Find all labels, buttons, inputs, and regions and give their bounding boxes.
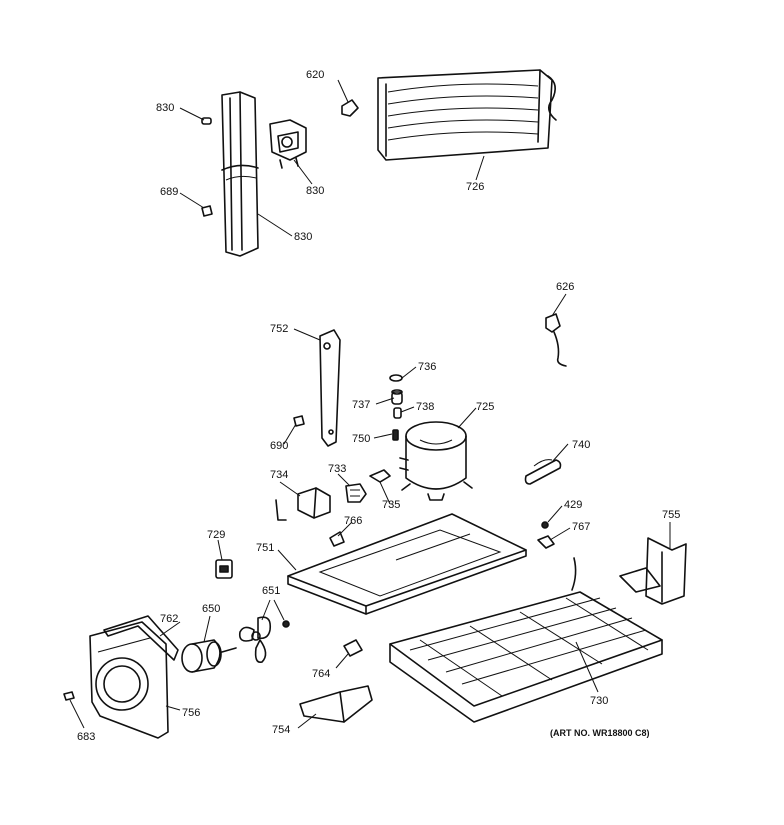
label-830-screw: 830 [156, 102, 174, 114]
label-737: 737 [352, 399, 370, 411]
sleeve-738-part [393, 407, 402, 419]
clip-766-part [329, 531, 345, 547]
leader-lines [69, 79, 671, 729]
bracket-752-part [319, 329, 341, 447]
part-labels: 830 689 830 830 620 726 626 752 736 737 … [77, 69, 680, 743]
label-756: 756 [182, 707, 200, 719]
label-751: 751 [256, 542, 274, 554]
screw-651-part [282, 620, 290, 628]
terminal-block-729-part [215, 559, 233, 579]
label-767: 767 [572, 521, 590, 533]
fan-motor-650-part [181, 639, 237, 673]
label-651: 651 [262, 585, 280, 597]
bracket-767-part [537, 535, 555, 549]
label-683: 683 [77, 731, 95, 743]
screw-683-part [63, 691, 75, 701]
label-429: 429 [564, 499, 582, 511]
screw-830-part [201, 117, 212, 125]
cord-626-part [545, 313, 567, 367]
clip-735-part [369, 469, 391, 483]
label-755: 755 [662, 509, 680, 521]
support-754-part [299, 685, 373, 723]
condenser-730-part [389, 557, 663, 723]
label-752: 752 [270, 323, 288, 335]
mullion-duct-part [221, 91, 259, 257]
label-626: 626 [556, 281, 574, 293]
label-830-damper: 830 [306, 185, 324, 197]
capacitor-733-part [345, 483, 367, 503]
label-754: 754 [272, 724, 290, 736]
label-730: 730 [590, 695, 608, 707]
label-689: 689 [160, 186, 178, 198]
label-736: 736 [418, 361, 436, 373]
bracket-755-part [619, 537, 687, 605]
label-620: 620 [306, 69, 324, 81]
label-750: 750 [352, 433, 370, 445]
clip-736-part [389, 374, 403, 382]
art-number: (ART NO. WR18800 C8) [550, 728, 650, 738]
label-726: 726 [466, 181, 484, 193]
bolt-750-part [392, 429, 399, 441]
label-764: 764 [312, 668, 330, 680]
drier-740-part [524, 459, 562, 485]
fan-blade-651-part [238, 616, 272, 664]
screw-429-part [541, 521, 549, 529]
label-733: 733 [328, 463, 346, 475]
label-740: 740 [572, 439, 590, 451]
evaporator-clip-620-part [341, 99, 359, 117]
label-690: 690 [270, 440, 288, 452]
label-650: 650 [202, 603, 220, 615]
label-766: 766 [344, 515, 362, 527]
label-735: 735 [382, 499, 400, 511]
insulation-762-part [103, 615, 179, 661]
clip-764-part [343, 639, 363, 657]
label-729: 729 [207, 529, 225, 541]
label-725: 725 [476, 401, 494, 413]
evaporator-part [377, 69, 557, 161]
label-762: 762 [160, 613, 178, 625]
label-734: 734 [270, 469, 288, 481]
screw-689-part [201, 205, 213, 217]
screw-690-part [293, 415, 305, 427]
damper-control-830-part [269, 119, 307, 169]
fan-shroud-756-part [89, 621, 169, 739]
compressor-part [399, 421, 473, 501]
label-738: 738 [416, 401, 434, 413]
mounting-plate-751-part [287, 513, 527, 615]
label-830-duct: 830 [294, 231, 312, 243]
grommet-737-part [391, 389, 403, 405]
relay-734-part [275, 487, 331, 521]
